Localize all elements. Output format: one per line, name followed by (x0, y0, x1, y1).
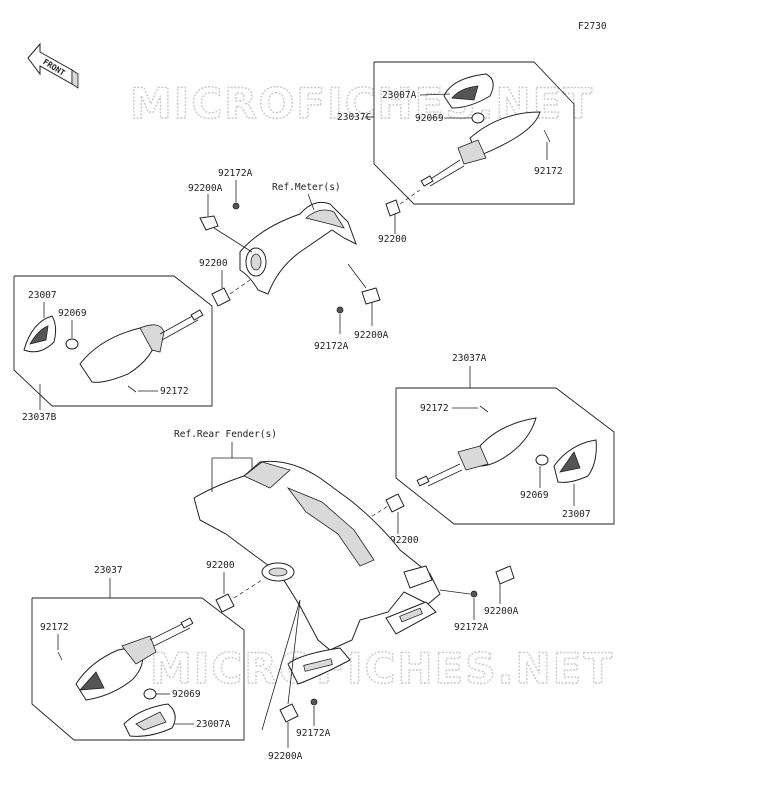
assembly-23037b (13, 275, 213, 407)
label-92069-top: 92069 (415, 113, 444, 124)
signal-housing-left (79, 327, 159, 383)
gasket-92200-top (385, 199, 401, 217)
clip-92200a-mid (361, 287, 381, 305)
label-92069-rear-right: 92069 (520, 490, 549, 501)
label-23007-left: 23007 (28, 290, 57, 301)
label-92200-left: 92200 (199, 258, 228, 269)
label-92172-rear-right: 92172 (420, 403, 449, 414)
ref-meter: Ref.Meter(s) (272, 182, 341, 193)
screw-92172a-bottom-center (310, 698, 318, 706)
bulb-92069-rear-right (535, 454, 549, 466)
assembly-23037a (395, 387, 615, 525)
label-23037a: 23037A (452, 353, 487, 364)
label-23007a-top: 23007A (382, 90, 417, 101)
rear-fender (193, 460, 441, 685)
label-92200-top: 92200 (378, 234, 407, 245)
ref-rear-fender: Ref.Rear Fender(s) (174, 429, 277, 440)
gasket-92200-bottom (215, 593, 235, 613)
label-92172a-bottom-right: 92172A (454, 622, 489, 633)
gasket-92200-mid-right (385, 493, 405, 513)
label-92172a-top: 92172A (218, 168, 253, 179)
watermark-bottom: MICROFICHES.NET (150, 644, 614, 693)
label-92200a-mid: 92200A (354, 330, 389, 341)
clip-92200a-bottom-center (279, 703, 299, 723)
gasket-92200-left (211, 287, 231, 307)
bulb-92069 (471, 112, 485, 124)
label-92172-left: 92172 (160, 386, 189, 397)
label-92200a-top: 92200A (188, 183, 223, 194)
signal-housing-top (469, 111, 541, 157)
bulb-92069-left (65, 338, 79, 350)
label-92200a-bottom-right: 92200A (484, 606, 519, 617)
clip-92200a-bottom-right (495, 565, 515, 585)
clip-92200a-top (199, 215, 219, 231)
label-92172-top: 92172 (534, 166, 563, 177)
screw-92172a-top (232, 202, 240, 210)
label-92200-bottom: 92200 (206, 560, 235, 571)
label-92172a-mid: 92172A (314, 341, 349, 352)
bulb-92069-bottom (143, 688, 157, 700)
assembly-23037c (373, 61, 575, 205)
label-92172-bottom: 92172 (40, 622, 69, 633)
label-23037: 23037 (94, 565, 123, 576)
label-92069-bottom: 92069 (172, 689, 201, 700)
label-92200-mid-right: 92200 (390, 535, 419, 546)
label-92200a-bottom-center: 92200A (268, 751, 303, 762)
label-23037b: 23037B (22, 412, 57, 423)
assembly-23037 (31, 597, 245, 741)
meter-bracket (239, 201, 357, 295)
label-23007a-bottom: 23007A (196, 719, 231, 730)
label-23007-rear-right: 23007 (562, 509, 591, 520)
label-92172a-bottom-center: 92172A (296, 728, 331, 739)
label-23037c: 23037C (337, 112, 371, 123)
screw-92172a-mid (336, 306, 344, 314)
diagram-code: F2730 (578, 21, 607, 32)
screw-92172a-bottom-right (470, 590, 478, 598)
signal-housing-rear-right (479, 417, 537, 467)
front-arrow-icon: FRONT (27, 42, 79, 89)
label-92069-left: 92069 (58, 308, 87, 319)
